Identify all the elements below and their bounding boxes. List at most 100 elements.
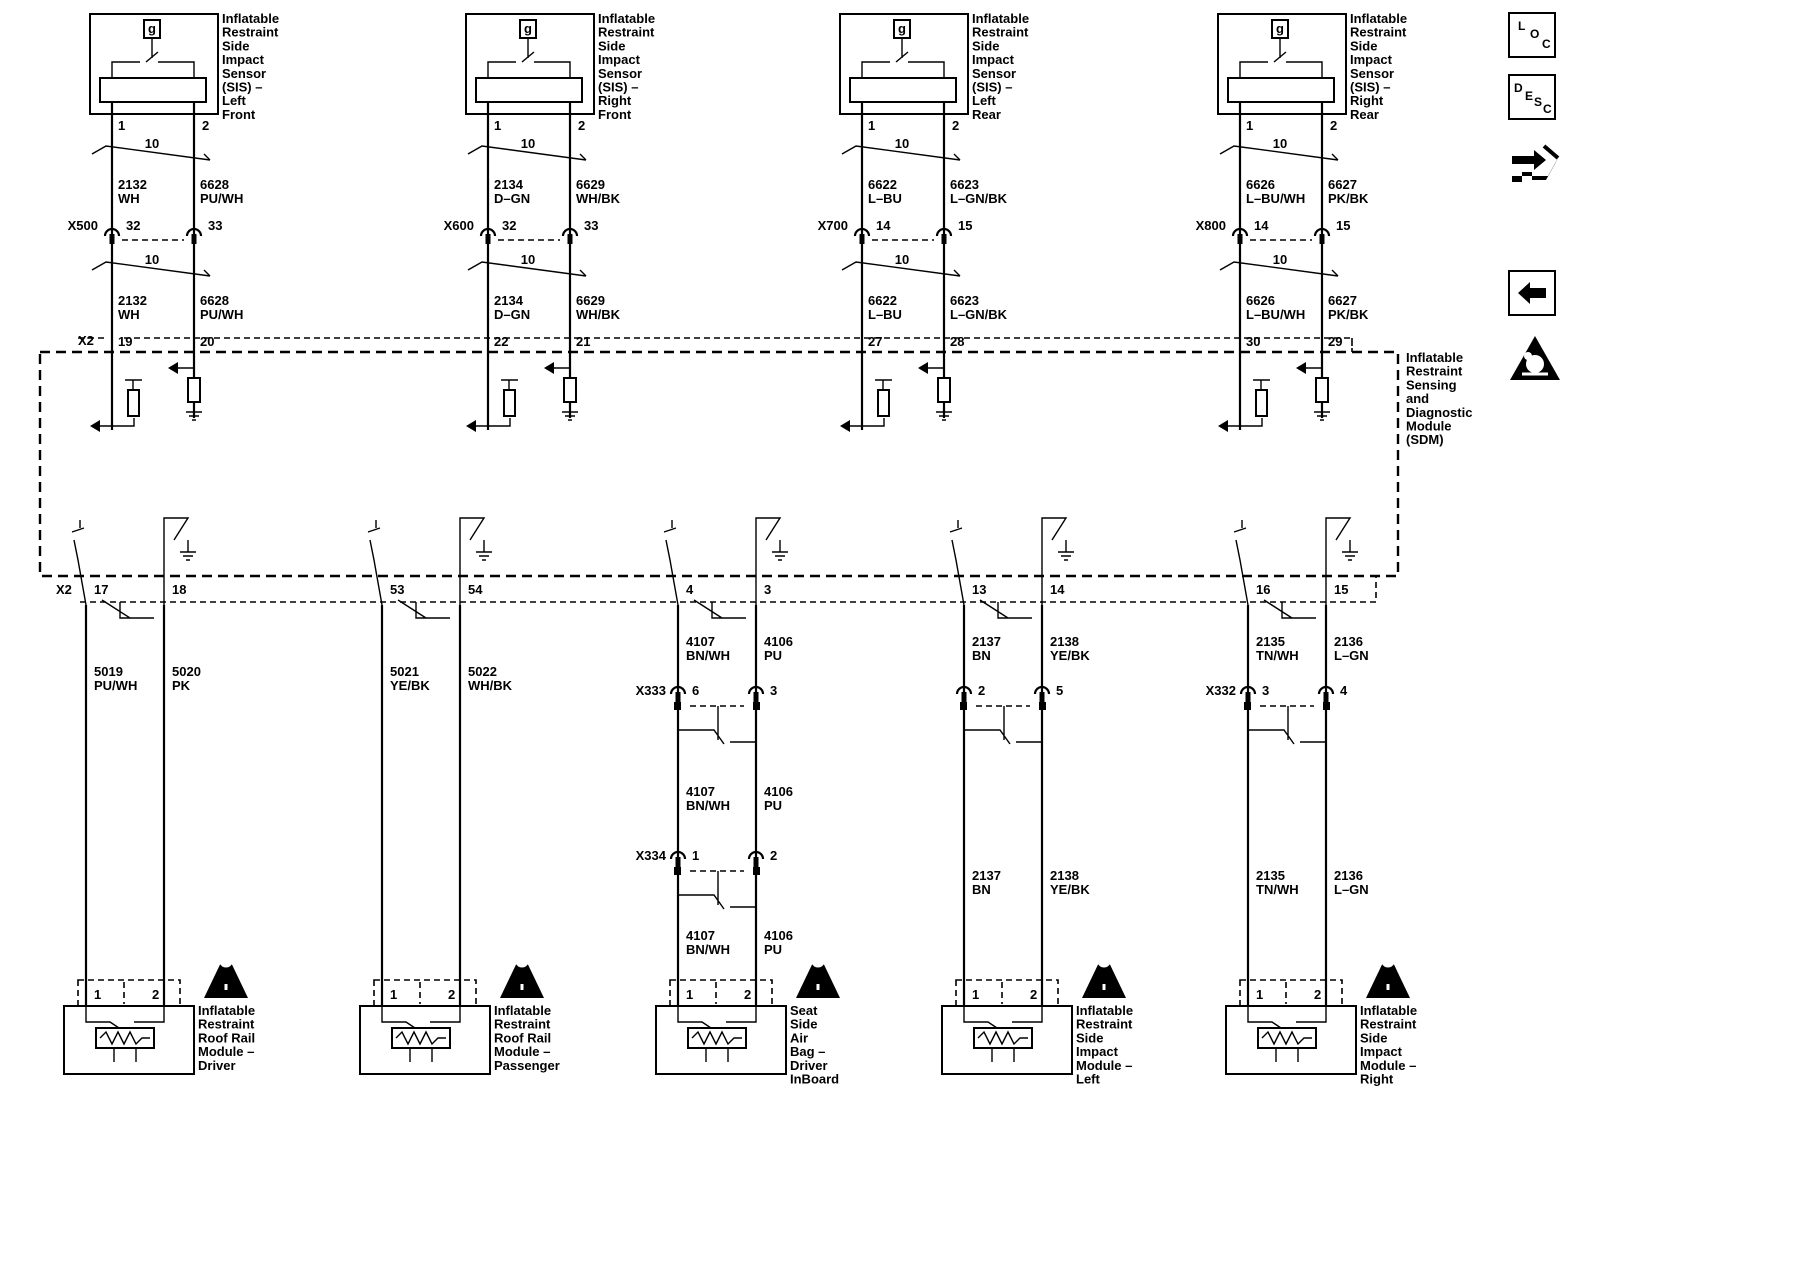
warning-glyph: [218, 950, 234, 990]
shorting-bar: [101, 599, 154, 619]
module-connector-outline: [77, 979, 181, 1007]
inline-connector-name: X700: [818, 218, 848, 233]
sensor-name-line: Inflatable: [1350, 11, 1407, 26]
location-button[interactable]: L O C: [1508, 12, 1556, 58]
sensor-name-line: Restraint: [598, 25, 655, 40]
description-button[interactable]: D E S C: [1508, 74, 1556, 120]
module-name-line: Roof Rail: [494, 1030, 551, 1045]
sensor-name-line: Restraint: [972, 25, 1029, 40]
wire-color: WH/BK: [468, 678, 513, 693]
sensor-name-line: Impact: [598, 52, 641, 67]
loc-letter-o: O: [1530, 27, 1540, 41]
sensor-element: [475, 77, 583, 103]
inline-pin: 3: [1262, 683, 1269, 698]
output-arrow: [544, 362, 554, 374]
twist-marker-upper: [841, 145, 961, 161]
circuit-number: 6629: [576, 177, 605, 192]
output-arrow: [1296, 362, 1306, 374]
deploy-switch-high: [663, 520, 679, 606]
loc-letter-c: C: [1542, 37, 1551, 51]
sensor-name-line: Right: [598, 93, 632, 108]
sensor-name-line: (SIS) –: [598, 80, 638, 95]
module-name-line: InBoard: [790, 1072, 839, 1087]
wire-color: TN/WH: [1256, 648, 1299, 663]
sdm-name-line: and: [1406, 391, 1429, 406]
terminal-bar: [674, 702, 681, 710]
inline-connector-terminal-pin: [1237, 234, 1243, 244]
sensor-element: [99, 77, 207, 103]
airbag-warning-icon[interactable]: [1508, 334, 1562, 384]
sdm-name-line: Diagnostic: [1406, 405, 1472, 420]
wire-color: L–GN: [1334, 648, 1369, 663]
sdm-pin: 30: [1246, 334, 1260, 349]
terminal-bar: [1039, 702, 1046, 710]
wire-color: BN/WH: [686, 942, 730, 957]
inline-connector-name: X500: [68, 218, 98, 233]
inline-connector-terminal: [669, 685, 687, 695]
wire-color: YE/BK: [390, 678, 430, 693]
wire-color: TN/WH: [1256, 882, 1299, 897]
twist-count-upper: 10: [1273, 136, 1287, 151]
sensor-name-line: Rear: [1350, 107, 1379, 122]
circuit-number: 5019: [94, 664, 123, 679]
sensor-name-line: Impact: [222, 52, 265, 67]
sdm-connector-x2-bottom: X2: [56, 582, 72, 597]
circuit-number: 6628: [200, 293, 229, 308]
pullup-resistor: [503, 389, 516, 417]
input-arrow: [840, 420, 850, 432]
sdm-pin: 4: [686, 582, 694, 597]
inline-connector-terminal-pin: [675, 857, 681, 867]
twist-count-lower: 10: [521, 252, 535, 267]
sensor-pin-2: 2: [1330, 118, 1337, 133]
inline-pin: 15: [958, 218, 972, 233]
connector-end-view-icon[interactable]: [1508, 142, 1562, 194]
wire-color: PK/BK: [1328, 307, 1369, 322]
circuit-number: 2134: [494, 177, 524, 192]
inline-connector-terminal: [935, 227, 953, 237]
circuit-number: 2137: [972, 634, 1001, 649]
module-pin-1: 1: [94, 987, 101, 1002]
inline-connector-terminal-pin: [1245, 692, 1251, 702]
sdm-name-line: Module: [1406, 419, 1452, 434]
back-button[interactable]: [1508, 270, 1556, 316]
deploy-switch-high: [1233, 520, 1249, 606]
wire-color: L–BU: [868, 307, 902, 322]
circuit-number: 6629: [576, 293, 605, 308]
sdm-connector-x2-top: X2: [78, 333, 94, 348]
module-connector-outline: [373, 979, 477, 1007]
inline-connector-name: X334: [636, 848, 667, 863]
circuit-number: 5022: [468, 664, 497, 679]
desc-letter-d: D: [1514, 81, 1523, 95]
twist-marker-upper: [91, 145, 211, 161]
twist-count-lower: 10: [1273, 252, 1287, 267]
pullup-resistor: [127, 389, 140, 417]
module-name-line: Left: [1076, 1072, 1101, 1087]
inline-connector-terminal: [561, 227, 579, 237]
wire-color: PU: [764, 648, 782, 663]
deploy-switch-low: [459, 517, 486, 605]
pullup-resistor: [877, 389, 890, 417]
module-name-line: Module –: [198, 1044, 254, 1059]
wire-color: BN: [972, 882, 991, 897]
sensor-name-line: Inflatable: [972, 11, 1029, 26]
sensor-name-line: Side: [222, 38, 249, 53]
squib-resistor: [977, 1030, 1028, 1046]
twist-count-lower: 10: [145, 252, 159, 267]
inline-connector-terminal: [1317, 685, 1335, 695]
inline-pin: 15: [1336, 218, 1350, 233]
sensor-name-line: Restraint: [222, 25, 279, 40]
wire-color: D–GN: [494, 307, 530, 322]
circuit-number: 4107: [686, 928, 715, 943]
twist-marker-upper: [467, 145, 587, 161]
inline-pin: 1: [692, 848, 699, 863]
